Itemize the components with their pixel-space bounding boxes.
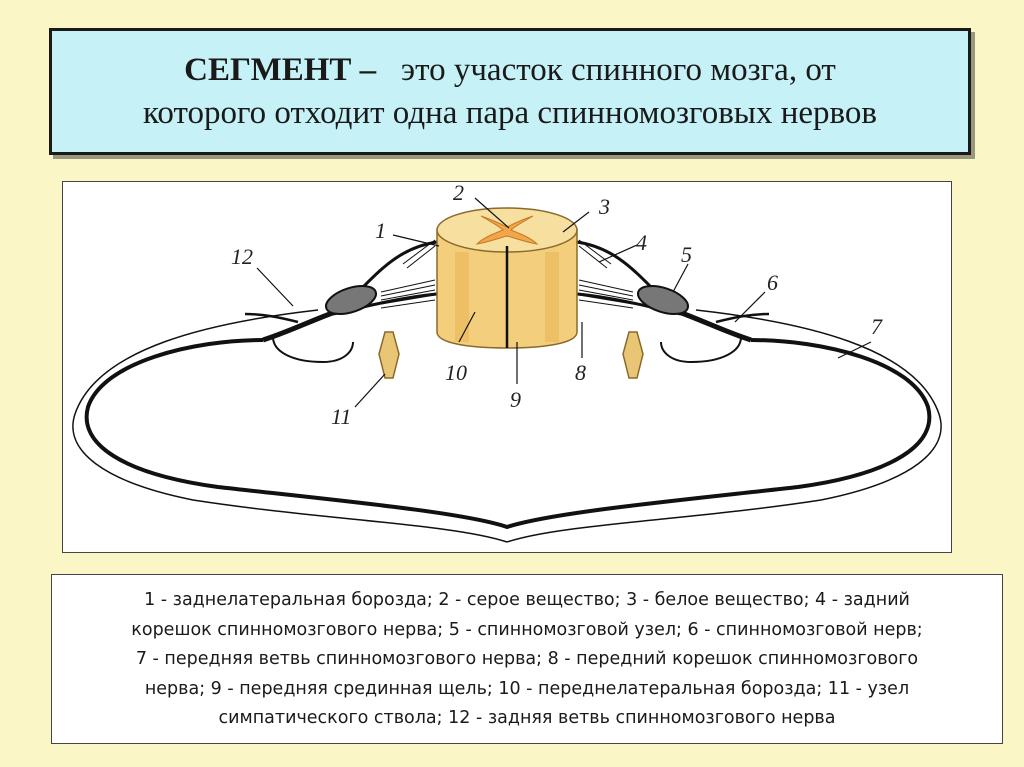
- legend-line: корешок спинномозгового нерва; 5 - спинн…: [131, 619, 923, 640]
- root-fibers-left: [380, 239, 436, 309]
- posterior-ramus-right: [715, 312, 770, 324]
- sympathetic-ganglion-left: [378, 331, 400, 379]
- cord-shading-left: [455, 252, 469, 342]
- label-7: 7: [871, 314, 883, 339]
- spinal-nerve-left: [262, 309, 336, 343]
- anterior-ramus-loop: [84, 338, 932, 530]
- label-5: 5: [681, 242, 692, 267]
- label-1: 1: [375, 218, 386, 243]
- cord-shading-right: [545, 252, 559, 342]
- legend-line: нерва; 9 - передняя срединная щель; 10 -…: [144, 678, 910, 699]
- title-line-2: которого отходит одна пара спинномозговы…: [143, 95, 877, 131]
- label-10: 10: [445, 360, 467, 385]
- leader-lines: [256, 197, 872, 408]
- title-term: СЕГМЕНТ –: [184, 52, 377, 88]
- label-6: 6: [767, 270, 778, 295]
- posterior-ramus-left: [244, 312, 299, 324]
- title-box: СЕГМЕНТ – это участок спинного мозга, от…: [49, 28, 971, 155]
- title-definition-start: это участок спинного мозга, от: [400, 52, 836, 88]
- spinal-segment-figure: 1 2 3 4 5 6 7 8 9 10 11 12: [62, 181, 952, 553]
- branch-left: [272, 336, 354, 364]
- root-fibers-right: [578, 239, 634, 309]
- label-2: 2: [453, 182, 464, 205]
- gray-matter: [475, 215, 539, 245]
- outer-contour-right: [506, 309, 942, 543]
- label-4: 4: [636, 230, 647, 255]
- legend-line: симпатического ствола; 12 - задняя ветвь…: [218, 708, 836, 728]
- legend: 1 - заднелатеральная борозда; 2 - серое …: [51, 574, 1003, 744]
- legend-line: 7 - передняя ветвь спинномозгового нерва…: [135, 649, 919, 669]
- label-11: 11: [331, 404, 351, 429]
- outer-contour-left: [72, 309, 508, 543]
- legend-line: 1 - заднелатеральная борозда; 2 - серое …: [144, 590, 910, 610]
- label-12: 12: [231, 244, 253, 269]
- branch-right: [660, 336, 742, 364]
- sympathetic-ganglion-right: [622, 331, 644, 379]
- spinal-cord-segment: [436, 207, 578, 349]
- label-3: 3: [598, 194, 610, 219]
- spinal-ganglion-left: [324, 285, 378, 315]
- title-line-1: СЕГМЕНТ – это участок спинного мозга, от: [52, 49, 968, 92]
- spinal-ganglion-right: [636, 285, 690, 315]
- label-8: 8: [575, 360, 586, 385]
- spinal-segment-diagram: 1 2 3 4 5 6 7 8 9 10 11 12: [72, 182, 942, 543]
- spinal-nerve-right: [678, 309, 752, 343]
- label-9: 9: [510, 387, 521, 412]
